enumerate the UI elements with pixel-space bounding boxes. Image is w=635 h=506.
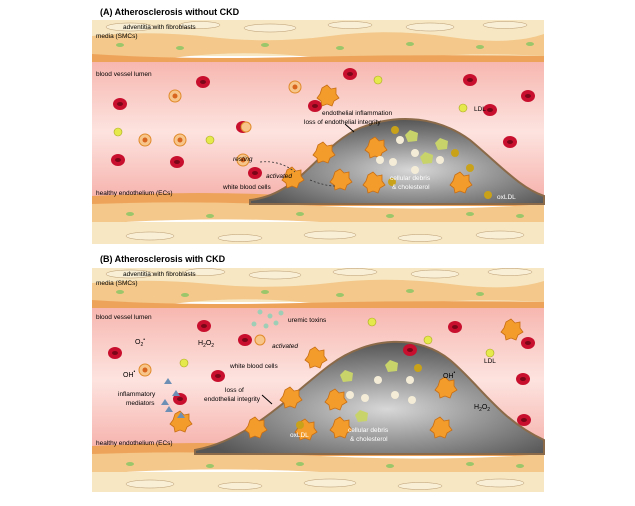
label-adventitia: adventitia with fibroblasts (123, 271, 196, 278)
media-layer-bottom (92, 452, 544, 476)
label-h2o2-left: H2O2 (198, 340, 214, 349)
label-media: media (SMCs) (96, 280, 138, 287)
label-debris-1: cellular debris (390, 175, 431, 182)
label-mediators-2: mediators (126, 400, 155, 407)
endothelium-top (92, 54, 544, 62)
plaque-contents (296, 360, 422, 429)
label-mediators-1: inflammatory (118, 391, 156, 398)
activated-white-blood-cells (281, 84, 473, 194)
media-layer (92, 32, 544, 60)
label-wbc: white blood cells (222, 184, 271, 191)
endothelium-top (92, 300, 544, 308)
label-wbc: white blood cells (229, 363, 278, 370)
label-media: media (SMCs) (96, 33, 138, 40)
label-superoxide: O2• (135, 337, 145, 348)
label-debris-1: cellular debris (348, 427, 389, 434)
label-oh-right: OH• (443, 370, 456, 380)
media-layer-bottom (92, 202, 544, 226)
label-oxldl: oxLDL (497, 194, 516, 201)
resting-white-blood-cells (138, 80, 302, 167)
label-ldl: LDL (484, 358, 496, 365)
smc-nuclei (116, 42, 534, 218)
red-blood-cells (108, 320, 535, 426)
label-h2o2-right: H2O2 (474, 404, 490, 413)
panel-a: (A) Atherosclerosis without CKD (92, 7, 545, 244)
label-resting: resting (233, 156, 253, 163)
activated-white-blood-cells (169, 318, 524, 441)
label-inflammation-2: loss of endothelial integrity (304, 119, 381, 126)
smc-nuclei (116, 289, 524, 468)
label-endothelium: healthy endothelium (ECs) (96, 440, 173, 447)
fibroblast-cells (105, 21, 528, 242)
fibroblast-cells (105, 268, 533, 490)
panel-a-title: (A) Atherosclerosis without CKD (100, 7, 240, 17)
label-debris-2: & cholesterol (392, 184, 430, 191)
label-oh-left: OH• (123, 369, 136, 379)
atherosclerotic-plaque (194, 340, 545, 455)
label-debris-2: & cholesterol (350, 436, 388, 443)
red-blood-cells (111, 68, 535, 179)
panel-b: (B) Atherosclerosis with CKD (92, 254, 545, 492)
label-loss-1: loss of (225, 387, 244, 394)
plaque-contents (376, 126, 492, 199)
label-activated: activated (266, 173, 292, 180)
resting-white-blood-cells (138, 334, 266, 377)
label-adventitia: adventitia with fibroblasts (123, 24, 196, 31)
label-endothelium: healthy endothelium (ECs) (96, 190, 173, 197)
label-inflammation-1: endothelial inflammation (322, 110, 392, 117)
label-lumen: blood vessel lumen (96, 314, 152, 321)
panel-b-title: (B) Atherosclerosis with CKD (100, 254, 226, 264)
media-layer (92, 279, 544, 306)
label-uremic-toxins: uremic toxins (288, 317, 327, 324)
ldl-particles (179, 317, 495, 368)
label-oxldl: oxLDL (290, 432, 309, 439)
inflammatory-mediators (161, 378, 185, 418)
label-activated: activated (272, 343, 298, 350)
label-ldl: LDL (474, 106, 486, 113)
arrow-loss-integrity (261, 394, 273, 405)
arrow-inflammation (344, 123, 355, 133)
label-lumen: blood vessel lumen (96, 71, 152, 78)
label-loss-2: endothelial integrity (204, 396, 261, 403)
ldl-particles (113, 75, 468, 145)
uremic-toxins (251, 309, 284, 329)
